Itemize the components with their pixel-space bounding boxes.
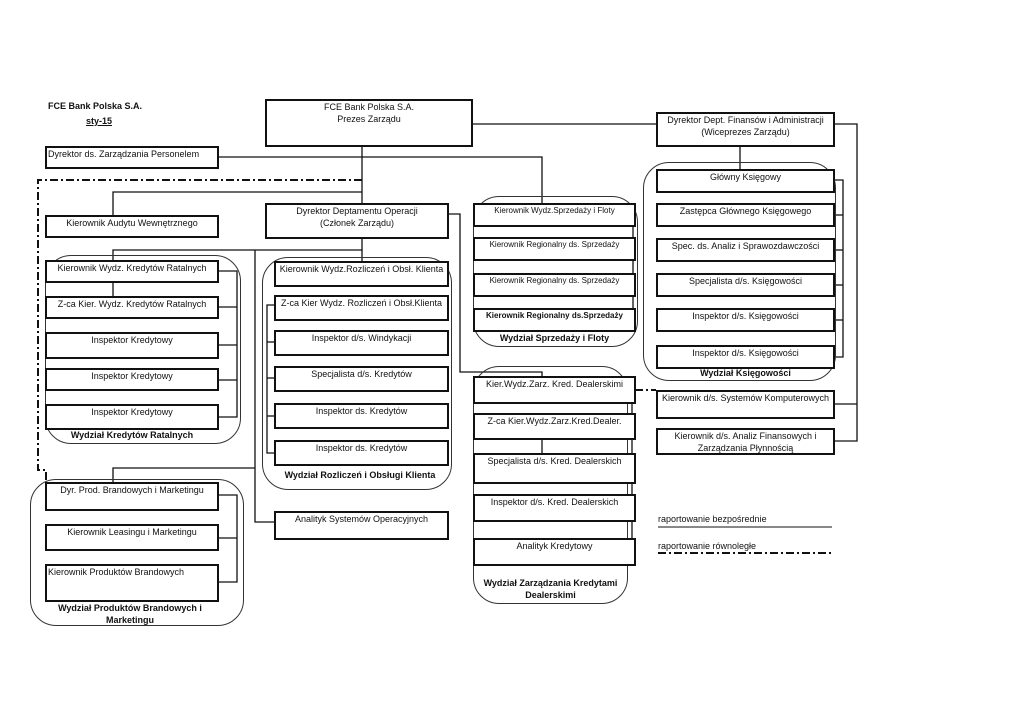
- operations-director-box: Dyrektor Deptamentu Operacji (Członek Zar…: [265, 203, 449, 239]
- audit-box: Kierownik Audytu Wewnętrznego: [45, 215, 219, 238]
- position-box: Z-ca Kier.Wydz.Zarz.Kred.Dealer.: [473, 413, 636, 440]
- finance-director-box: Dyrektor Dept. Finansów i Administracji (…: [656, 112, 835, 147]
- it-manager-box: Kierownik d/s. Systemów Komputerowych: [656, 390, 835, 419]
- position-box: Specjalista d/s. Kredytów: [274, 366, 449, 392]
- finance-line1: Dyrektor Dept. Finansów i Administracji: [667, 115, 824, 125]
- ops-line1: Dyrektor Deptamentu Operacji: [296, 206, 418, 216]
- group-brand: [30, 479, 244, 626]
- position-box: Kierownik Produktów Brandowych: [45, 564, 219, 602]
- president-line1: FCE Bank Polska S.A.: [323, 102, 415, 112]
- position-box: Kierownik Wydz. Kredytów Ratalnych: [45, 260, 219, 283]
- position-box: Inspektor Kredytowy: [45, 368, 219, 391]
- group-label-instalment: Wydział Kredytów Ratalnych: [70, 430, 194, 440]
- group-label-brand: Wydział Produktów Brandowych i Marketingu: [30, 602, 230, 626]
- sys-analyst-box: Analityk Systemów Operacyjnych: [274, 511, 449, 540]
- group-label-sales: Wydział Sprzedaży i Floty: [499, 333, 610, 343]
- legend-parallel: raportowanie równoległe: [658, 541, 757, 551]
- position-box: Inspektor d/s. Windykacji: [274, 330, 449, 356]
- fin-analysis-line1: Kierownik d/s. Analiz Finansowych i: [674, 431, 817, 441]
- group-sales: [473, 196, 638, 347]
- legend-direct: raportowanie bezpośrednie: [658, 514, 767, 524]
- finance-line2: (Wiceprezes Zarządu): [701, 127, 790, 137]
- position-box: Z-ca Kier. Wydz. Kredytów Ratalnych: [45, 296, 219, 319]
- position-box: Kierownik Regionalny ds. Sprzedaży: [473, 237, 636, 261]
- position-box: Inspektor Kredytowy: [45, 332, 219, 359]
- position-box: Kierownik Wydz.Rozliczeń i Obsł. Klienta: [274, 261, 449, 287]
- position-box: Z-ca Kier Wydz. Rozliczeń i Obsł.Klienta: [274, 295, 449, 321]
- position-box: Inspektor d/s. Księgowości: [656, 345, 835, 369]
- position-box: Inspektor Kredytowy: [45, 404, 219, 430]
- position-box: Kier.Wydz.Zarz. Kred. Dealerskimi: [473, 376, 636, 404]
- president-line2: Prezes Zarządu: [337, 114, 401, 124]
- position-box: Inspektor d/s. Księgowości: [656, 308, 835, 332]
- president-box: FCE Bank Polska S.A. Prezes Zarządu: [265, 99, 473, 147]
- company-name: FCE Bank Polska S.A.: [48, 101, 143, 111]
- group-label-settlement: Wydział Rozliczeń i Obsługi Klienta: [284, 470, 436, 480]
- brand-label-line1: Wydział Produktów Brandowych i: [58, 603, 202, 613]
- position-box: Kierownik Regionalny ds. Sprzedaży: [473, 273, 636, 297]
- dealer-label-line2: Dealerskimi: [525, 590, 576, 600]
- fin-analysis-box: Kierownik d/s. Analiz Finansowych i Zarzą…: [656, 428, 835, 455]
- chart-date: sty-15: [86, 116, 113, 126]
- position-box: Inspektor d/s. Kred. Dealerskich: [473, 494, 636, 522]
- group-label-accounting: Wydział Księgowości: [700, 368, 791, 378]
- position-box: Inspektor ds. Kredytów: [274, 403, 449, 429]
- position-box: Specjalista d/s. Kred. Dealerskich: [473, 453, 636, 484]
- position-box: Główny Księgowy: [656, 169, 835, 193]
- position-box: Analityk Kredytowy: [473, 538, 636, 566]
- position-box: Zastępca Głównego Księgowego: [656, 203, 835, 227]
- ops-line2: (Członek Zarządu): [319, 218, 395, 228]
- position-box: Kierownik Regionalny ds.Sprzedaży: [473, 308, 636, 332]
- position-box: Kierownik Wydz.Sprzedaży i Floty: [473, 203, 636, 227]
- position-box: Dyr. Prod. Brandowych i Marketingu: [45, 482, 219, 511]
- position-box: Inspektor ds. Kredytów: [274, 440, 449, 466]
- group-dealer: [473, 366, 628, 604]
- brand-label-line2: Marketingu: [105, 615, 154, 625]
- position-box: Specjalista d/s. Księgowości: [656, 273, 835, 297]
- fin-analysis-line2: Zarządzania Płynnością: [697, 443, 794, 453]
- position-box: Kierownik Leasingu i Marketingu: [45, 524, 219, 551]
- position-box: Spec. ds. Analiz i Sprawozdawczości: [656, 238, 835, 262]
- group-settlement: [262, 257, 452, 490]
- group-accounting: [643, 162, 836, 381]
- dealer-label-line1: Wydział Zarządzania Kredytami: [483, 578, 618, 588]
- hr-director-box: Dyrektor ds. Zarządzania Personelem: [45, 146, 219, 169]
